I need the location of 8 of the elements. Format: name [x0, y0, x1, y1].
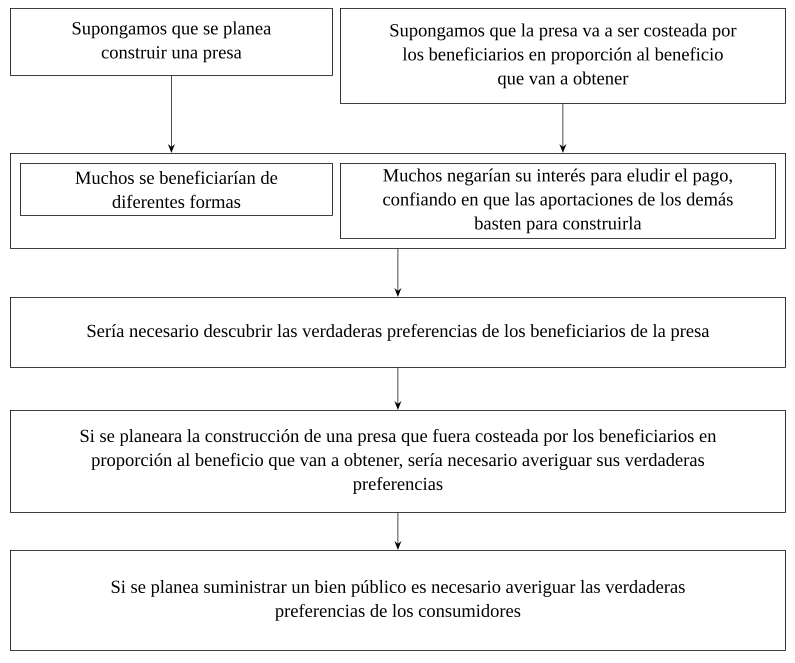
text-box: Muchos negarían su interés para eludir el pago, confiando en que las aportaciones de los demás basten para construirla — [340, 163, 776, 239]
text-box: Sería necesario descubrir las verdaderas preferencias de los beneficiarios de la presa — [10, 297, 786, 368]
group-box — [10, 153, 786, 249]
text-box: Supongamos que la presa va a ser costeada por los beneficiarios en proporción al beneficio que van a obtener — [340, 8, 786, 104]
text-box: Si se planeara la construcción de una presa que fuera costeada por los beneficiarios en proporción al beneficio que van a obtener, sería necesario averiguar sus verdaderas preferencias — [10, 410, 786, 513]
text-box: Muchos se beneficiarían de diferentes formas — [20, 163, 333, 216]
text-box: Supongamos que se planea construir una presa — [10, 8, 333, 76]
text-box: Si se planea suministrar un bien público es necesario averiguar las verdaderas preferencias de los consumidores — [10, 550, 786, 651]
